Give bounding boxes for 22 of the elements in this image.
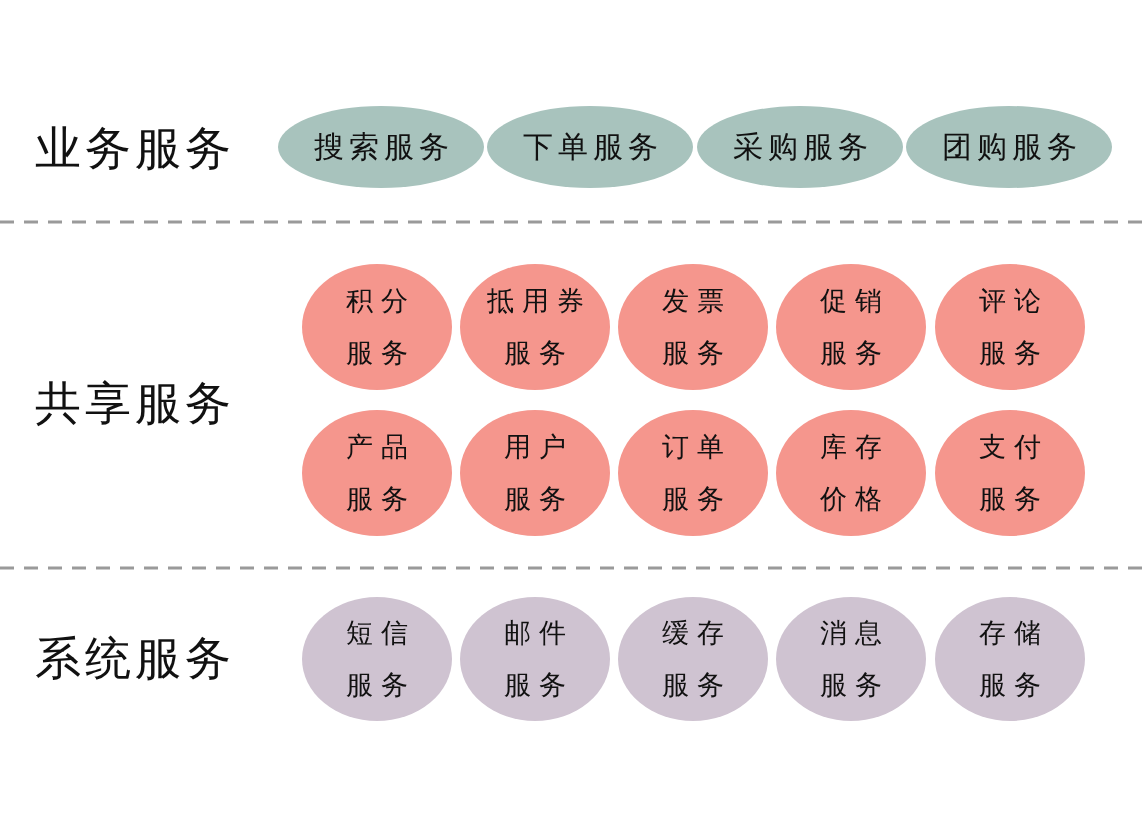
service-name: 团购服务 (940, 128, 1082, 166)
service-name: 下单服务 (521, 128, 663, 166)
service-name: 搜索服务 (312, 128, 454, 166)
service-name: 发票服务 (661, 284, 733, 370)
service-name: 存储服务 (978, 616, 1050, 702)
service-name: 邮件服务 (503, 616, 575, 702)
service-name: 采购服务 (731, 128, 873, 166)
layer-heading: 系统服务 (35, 630, 235, 686)
layer-heading: 共享服务 (35, 375, 235, 431)
service-name: 订单服务 (661, 430, 733, 516)
service-name: 促销服务 (819, 284, 891, 370)
service-name: 库存价格 (819, 430, 891, 516)
service-name: 消息服务 (819, 616, 891, 702)
service-name: 用户服务 (503, 430, 575, 516)
layer-heading: 业务服务 (35, 120, 235, 176)
service-name: 缓存服务 (661, 616, 733, 702)
service-name: 评论服务 (978, 284, 1050, 370)
service-name: 抵用券服务 (485, 284, 593, 370)
service-name: 短信服务 (345, 616, 417, 702)
service-name: 产品服务 (345, 430, 417, 516)
service-name: 积分服务 (345, 284, 417, 370)
service-name: 支付服务 (978, 430, 1050, 516)
